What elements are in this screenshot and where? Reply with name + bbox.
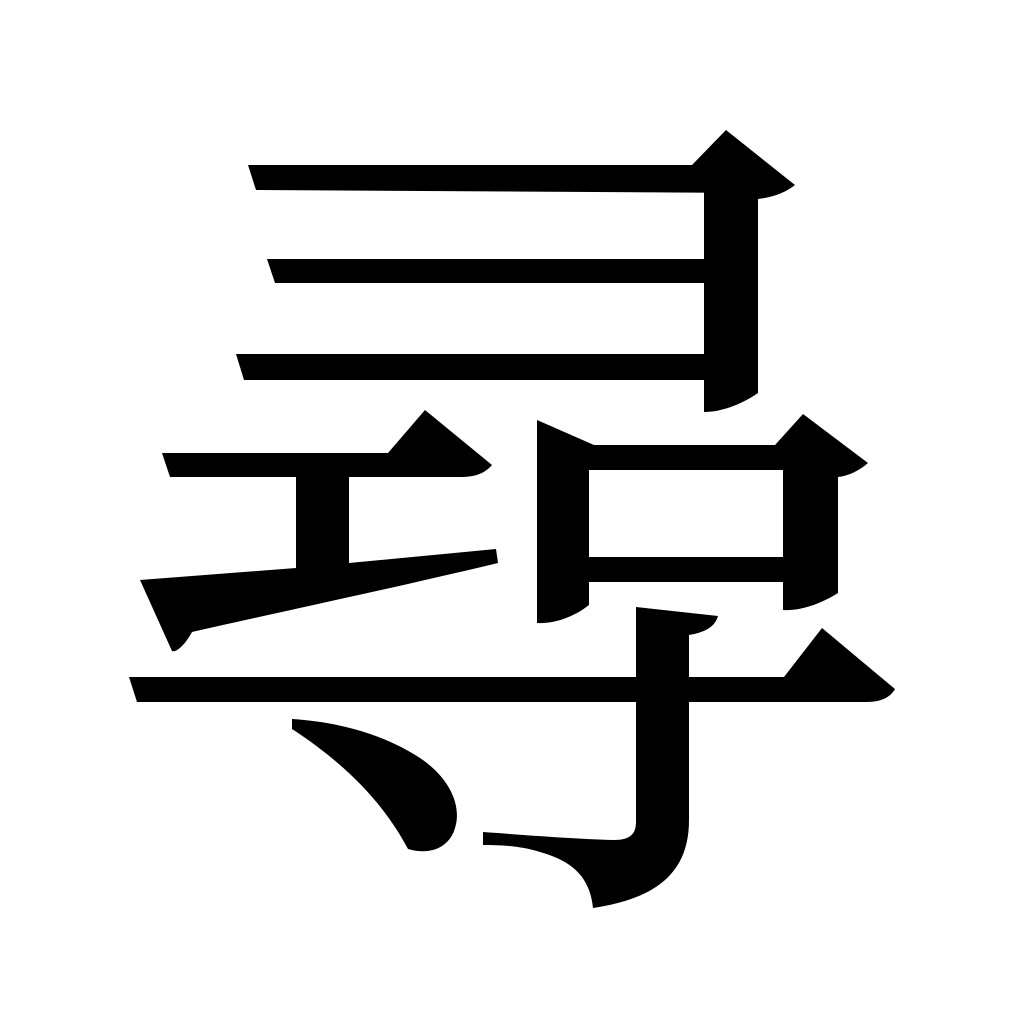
kou-top-stroke xyxy=(589,414,868,477)
bottom-horizontal-stroke xyxy=(236,354,705,380)
gong-rising-stroke xyxy=(140,549,498,652)
top-horizontal-stroke xyxy=(248,130,795,199)
cun-dot-stroke xyxy=(292,719,457,852)
kou-left-stroke xyxy=(537,420,594,624)
kou-bottom-stroke xyxy=(589,557,783,582)
cun-vertical-hook-stroke xyxy=(483,607,718,908)
middle-horizontal-stroke xyxy=(267,259,705,283)
gong-vertical-stroke xyxy=(296,477,349,590)
cun-horizontal-stroke xyxy=(129,628,895,702)
kou-right-stroke xyxy=(783,445,838,611)
right-vertical-stroke xyxy=(704,190,758,412)
kou-inner-top xyxy=(589,445,783,470)
gong-top-stroke xyxy=(162,410,492,477)
